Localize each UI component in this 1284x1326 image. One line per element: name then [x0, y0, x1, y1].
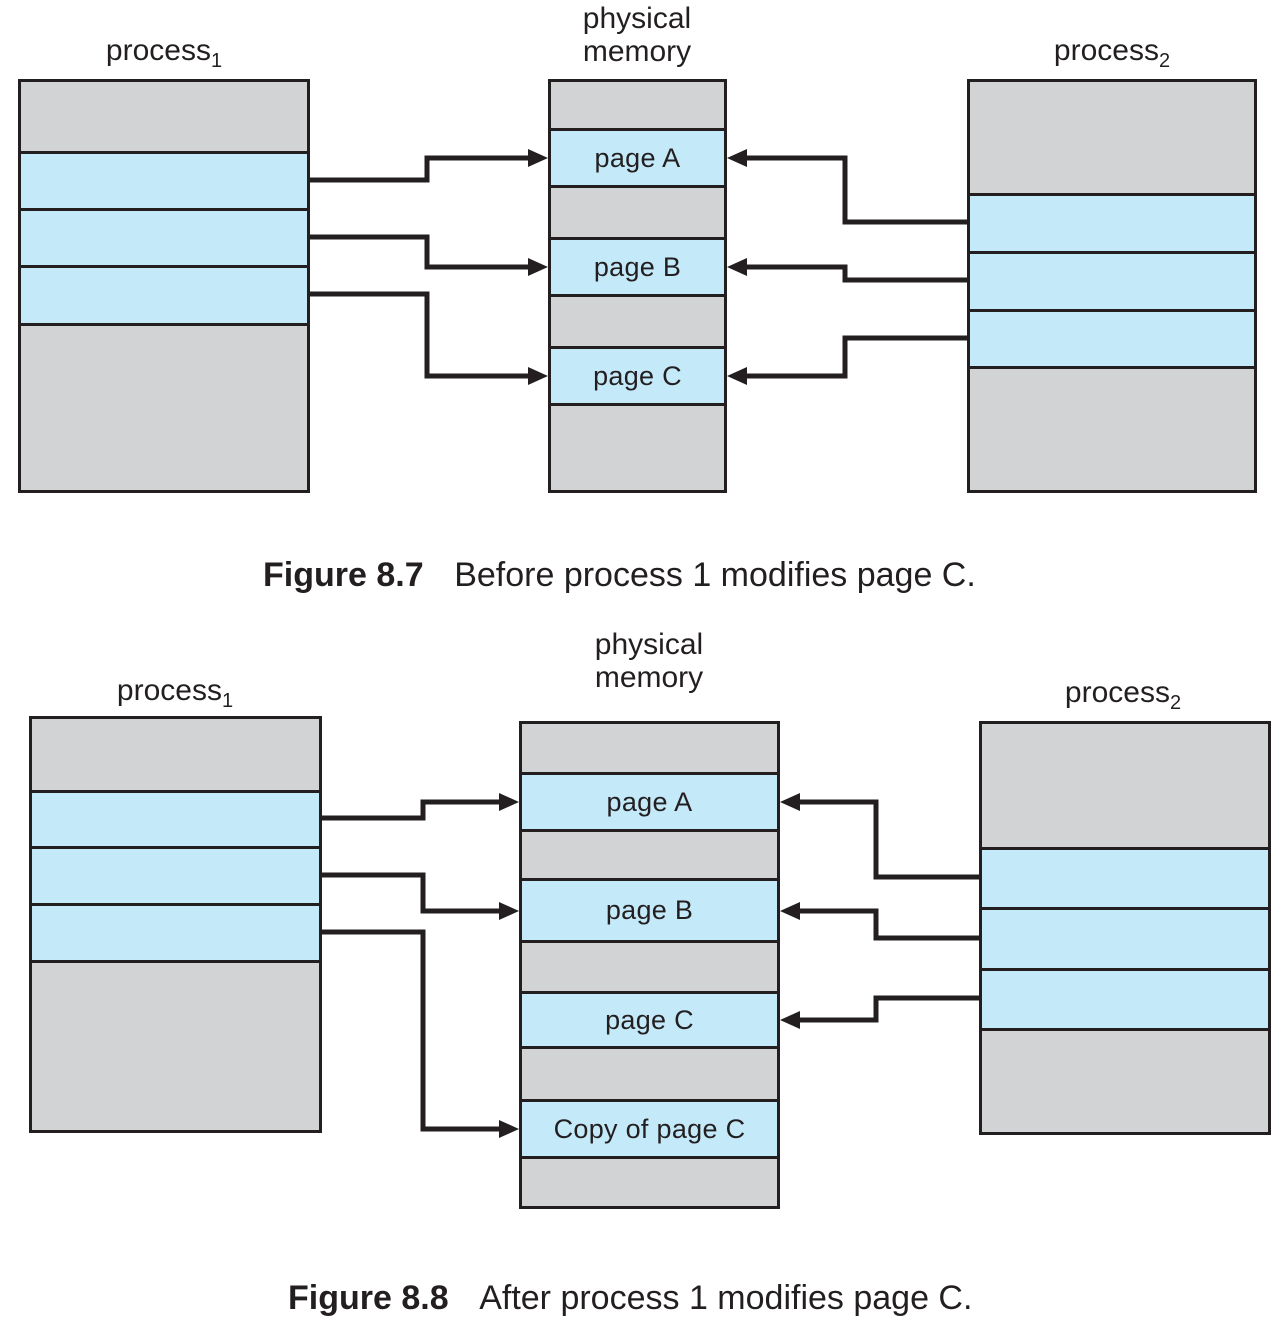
fig2-arrow-p1-to-page-b: [322, 872, 519, 920]
fig1-process2-label: process2: [962, 34, 1262, 71]
fig2-memory-label-line1: physical: [594, 628, 704, 661]
fig2-arrow-p1-to-copy-of-page-c: [322, 929, 519, 1138]
fig1-process1-label-text: process: [105, 34, 211, 67]
fig2-process1-label-text: process: [116, 674, 222, 707]
fig1-caption-number: Figure 8.7: [263, 556, 424, 594]
fig2-memory-copy-of-page-c: Copy of page C: [522, 1099, 777, 1159]
fig1-arrow-p2-to-page-a: [727, 149, 967, 225]
fig2-memory-box: page A page B page C Copy of page C: [519, 721, 780, 1209]
fig1-process1-label-sub: 1: [210, 50, 223, 72]
fig2-memory-page-a: page A: [522, 772, 777, 832]
fig2-arrow-p1-to-page-a: [322, 793, 519, 821]
fig1-arrow-p1-to-page-c: [310, 291, 548, 385]
fig1-process2-label-text: process: [1053, 34, 1159, 67]
fig1-process2-label-sub: 2: [1158, 50, 1171, 72]
fig1-arrow-p1-to-page-a: [310, 149, 548, 183]
fig2-process2-box: [979, 721, 1271, 1135]
fig1-process1-page-slot-3: [21, 265, 307, 326]
fig1-caption-text: Before process 1 modifies page C.: [454, 556, 976, 594]
fig1-arrow-p1-to-page-b: [310, 234, 548, 276]
fig2-memory-label-line2: memory: [594, 661, 704, 694]
fig1-arrow-p2-to-page-c: [727, 335, 967, 385]
fig2-caption: Figure 8.8 After process 1 modifies page …: [288, 1279, 972, 1318]
fig1-process2-box: [967, 79, 1257, 493]
fig1-arrow-p2-to-page-b: [727, 258, 967, 283]
fig1-memory-page-c: page C: [551, 346, 724, 406]
fig1-process1-box: [18, 79, 310, 493]
fig1-process1-page-slot-1: [21, 151, 307, 208]
fig2-process1-page-slot-1: [32, 790, 319, 846]
fig1-memory-label-line2: memory: [582, 35, 692, 68]
fig1-memory-page-a: page A: [551, 128, 724, 188]
fig1-process1-label: process1: [14, 34, 314, 71]
fig2-arrow-p2-to-page-b: [780, 902, 979, 941]
fig2-process2-label: process2: [973, 676, 1273, 713]
fig2-memory-page-c: page C: [522, 991, 777, 1049]
fig2-process2-label-text: process: [1064, 676, 1170, 709]
fig1-process2-page-slot-3: [970, 309, 1254, 369]
fig2-process1-box: [29, 716, 322, 1133]
fig1-process1-page-slot-2: [21, 208, 307, 265]
fig2-process2-page-slot-3: [982, 968, 1268, 1031]
fig2-process2-page-slot-1: [982, 847, 1268, 907]
fig1-memory-page-b: page B: [551, 237, 724, 297]
fig2-arrow-p2-to-page-c: [780, 995, 979, 1029]
fig1-process2-page-slot-1: [970, 193, 1254, 251]
fig1-memory-box: page A page B page C: [548, 79, 727, 493]
fig2-process2-page-slot-2: [982, 907, 1268, 968]
fig2-arrow-p2-to-page-a: [780, 793, 979, 880]
fig1-memory-label-line1: physical: [582, 2, 692, 35]
fig2-caption-number: Figure 8.8: [288, 1279, 449, 1317]
fig2-process1-label-sub: 1: [221, 690, 234, 712]
fig2-process1-page-slot-3: [32, 903, 319, 963]
fig2-process1-page-slot-2: [32, 846, 319, 903]
fig2-process2-label-sub: 2: [1169, 692, 1182, 714]
fig2-caption-text: After process 1 modifies page C.: [479, 1279, 973, 1317]
fig1-process2-page-slot-2: [970, 251, 1254, 309]
fig1-caption: Figure 8.7 Before process 1 modifies page…: [263, 556, 976, 595]
fig2-process1-label: process1: [25, 674, 325, 711]
fig2-memory-page-b: page B: [522, 878, 777, 943]
